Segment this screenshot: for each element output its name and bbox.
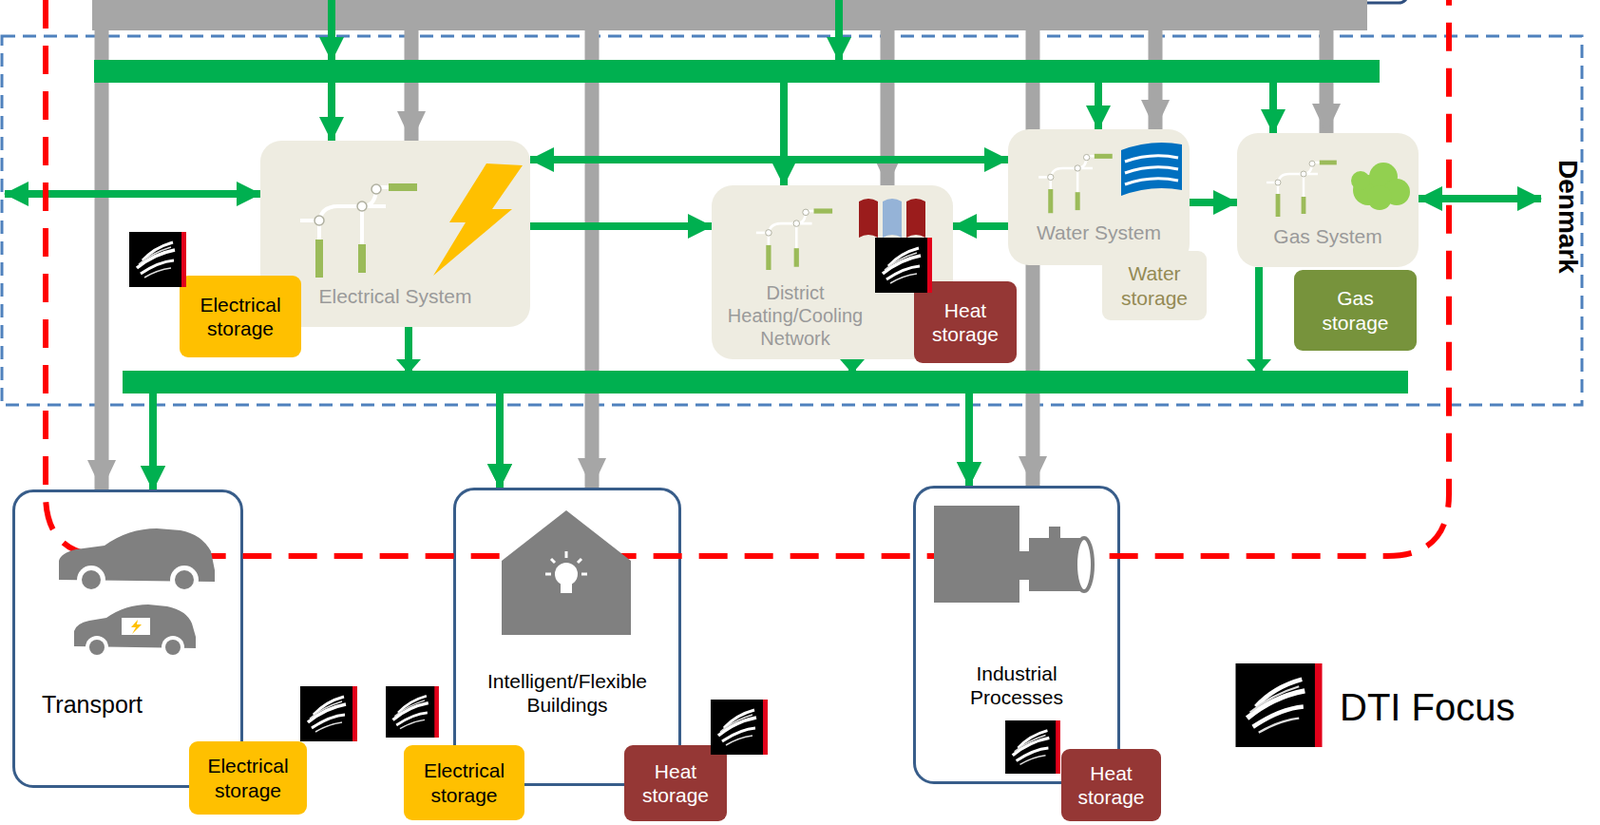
node-text: Electrical storage [411, 758, 518, 806]
storage-box: Heat storage [1061, 748, 1162, 821]
dti-logo [710, 699, 768, 755]
node-text: Gas System [1273, 224, 1382, 248]
storage-box: Electrical storage [179, 275, 302, 358]
node-text: District Heating/Cooling Network [719, 281, 872, 350]
legend-entry: DTI Focus [1339, 685, 1515, 729]
grey-feeds [101, 28, 1327, 490]
green-top-bus [94, 59, 1380, 83]
dti-logo [300, 685, 358, 742]
system-boundary [45, 0, 1449, 556]
node-text: Industrial Processes [954, 661, 1079, 709]
dti-logo [875, 237, 933, 293]
node-text: Gas storage [1312, 285, 1400, 334]
flow-arrow [152, 266, 1259, 490]
storage-box: Electrical storage [189, 741, 307, 815]
region-label-holder: Denmark [1552, 159, 1583, 274]
denmark-boundary [1, 36, 1582, 405]
node-text: Heat storage [637, 759, 714, 807]
legend-sample-logo [1235, 663, 1322, 747]
flow-arrow [530, 155, 1009, 164]
node-text: Transport [41, 689, 143, 719]
storage-box: Gas storage [1294, 269, 1417, 351]
flow-arrow [852, 359, 970, 486]
node-text: Heat storage [927, 298, 1004, 346]
flow-arrow [952, 222, 1009, 230]
flow-arrow [1189, 198, 1238, 207]
node-text: Heat storage [1073, 761, 1150, 809]
flow-arrow [408, 326, 500, 488]
storage-box: Water storage [1102, 250, 1207, 321]
node-text: Electrical storage [187, 292, 294, 341]
node-text: Electrical storage [194, 753, 302, 801]
node-text: Electrical System [318, 284, 472, 308]
dti-logo [129, 231, 187, 287]
water-symbol [1121, 142, 1182, 196]
node-text: Water System [1036, 220, 1162, 245]
flow-arrow [530, 222, 712, 230]
dti-logo [385, 685, 439, 738]
node-text: Water storage [1111, 261, 1198, 309]
legend-text: DTI Focus [1339, 685, 1515, 729]
grey-bus [92, 0, 1368, 31]
radiator-symbol [858, 198, 926, 238]
storage-box: Electrical storage [403, 744, 525, 820]
storage-box: Heat storage [624, 744, 727, 821]
bus-entry-heads [396, 359, 1272, 374]
dti-logo [1005, 720, 1061, 774]
storage-box: Heat storage [914, 281, 1017, 363]
node-text: Intelligent/Flexible Buildings [467, 668, 667, 717]
region-label: Denmark [1552, 159, 1583, 274]
